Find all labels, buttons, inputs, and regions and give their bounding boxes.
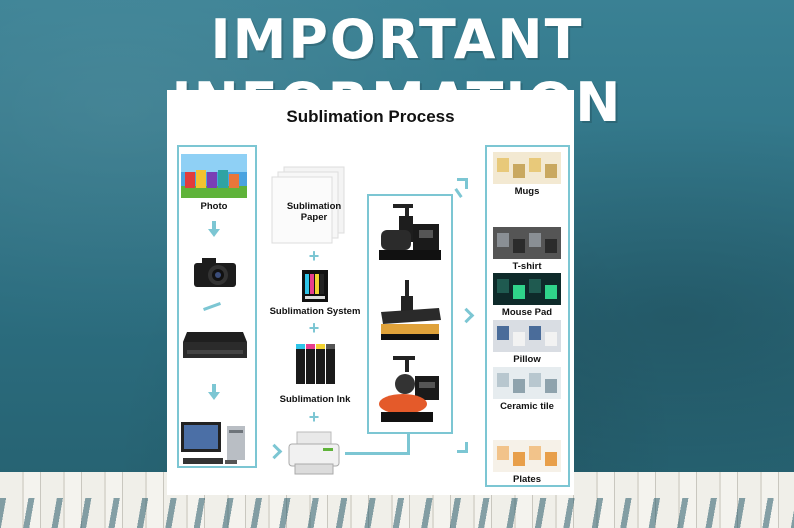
input-column-box <box>177 145 257 468</box>
wall-cracks <box>0 498 794 528</box>
sublimation-system-icon <box>302 270 328 302</box>
diagram-title: Sublimation Process <box>286 107 455 126</box>
tshirt-icon <box>493 227 561 259</box>
plus-icon: + <box>308 407 320 427</box>
plus-icon: + <box>308 318 320 338</box>
arrow-stem <box>212 221 216 229</box>
mouse-pad-icon <box>493 273 561 305</box>
output-label: Plates <box>513 474 541 485</box>
plus-icon: + <box>308 246 320 266</box>
sublimation-paper-icon <box>271 166 345 244</box>
output-column-box <box>485 145 570 487</box>
arrow-stem <box>212 384 216 392</box>
connector-line <box>454 188 463 198</box>
connector-line <box>407 434 410 455</box>
chevron-down-right-icon <box>457 442 468 453</box>
scanner-icon <box>183 332 247 358</box>
sublimation-ink-label: Sublimation Ink <box>279 394 351 405</box>
down-arrow-icon <box>208 229 220 237</box>
sublimation-paper-label: Sublimation Paper <box>286 201 342 223</box>
pillow-icon <box>493 320 561 352</box>
sublimation-system-label: Sublimation System <box>269 306 361 317</box>
photo-label: Photo <box>200 201 228 212</box>
output-label: Mouse Pad <box>501 307 553 318</box>
output-label: Pillow <box>513 354 541 365</box>
chevron-right-icon <box>458 307 475 324</box>
ceramic-tile-icon <box>493 367 561 399</box>
connector-line <box>345 452 409 455</box>
mug-press-icon <box>379 204 441 260</box>
plate-press-icon <box>379 356 439 422</box>
output-label: T-shirt <box>512 261 542 272</box>
chevron-right-icon <box>266 443 283 460</box>
camera-icon <box>194 258 236 287</box>
printer-icon <box>288 431 340 475</box>
photo-icon <box>181 154 247 198</box>
sublimation-ink-icon <box>296 344 335 384</box>
mugs-icon <box>493 152 561 184</box>
output-label: Ceramic tile <box>500 401 554 412</box>
down-arrow-icon <box>208 392 220 400</box>
heat-press-box <box>367 194 453 434</box>
chevron-up-right-icon <box>457 178 468 189</box>
plates-icon <box>493 440 561 472</box>
computer-icon <box>181 422 245 464</box>
diagram-sheet: Sublimation Process Photo <box>167 90 574 495</box>
flat-press-icon <box>381 280 441 340</box>
output-label: Mugs <box>514 186 540 197</box>
